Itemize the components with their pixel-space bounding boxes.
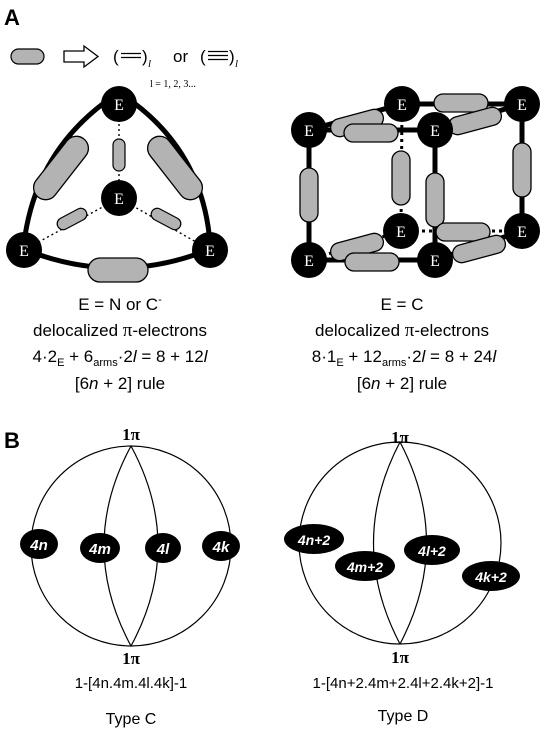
arm-bar — [146, 135, 204, 201]
legend-arrow-icon — [63, 44, 100, 69]
arm-bar — [344, 252, 400, 272]
arm-bar — [299, 167, 319, 223]
legend-or-text: or — [173, 47, 188, 66]
node-e: E — [383, 213, 419, 249]
arm-bar — [112, 138, 126, 172]
node-e: E — [6, 232, 42, 268]
svg-text:E: E — [304, 253, 314, 270]
legend-bracket-open-1: ( — [113, 47, 119, 66]
type-d-top-label: 1π — [391, 428, 410, 447]
arm-bar — [451, 234, 507, 264]
panel-a-label: A — [4, 5, 20, 30]
node-e: E — [291, 112, 327, 148]
left-triangle-structure: E E E E — [6, 86, 228, 283]
arm-bar — [425, 172, 445, 228]
legend-arm-icon — [10, 48, 45, 65]
type-c-diagram: 1π 1π 4n 4m 4l 4k 1-[4n.4m.4l.4k]-1 Type… — [20, 425, 240, 728]
svg-text:4m+2: 4m+2 — [346, 559, 383, 575]
node-e: E — [417, 112, 453, 148]
svg-text:E: E — [205, 243, 215, 260]
arm-bar — [150, 207, 182, 231]
type-d-node: 4m+2 — [335, 551, 395, 581]
svg-text:E: E — [114, 191, 124, 208]
right-caption: E = C delocalized π-electrons 8·1E + 12a… — [312, 295, 498, 393]
svg-text:4k: 4k — [212, 539, 230, 556]
type-d-diagram: 1π 1π 4n+2 4m+2 4l+2 4k+2 1-[4n+2.4m+2.4… — [284, 428, 520, 725]
legend-subscript-2: l — [235, 58, 238, 70]
node-e: E — [101, 86, 137, 122]
svg-text:4l: 4l — [156, 541, 170, 558]
caption-line-4: [6n + 2] rule — [357, 374, 447, 393]
caption-line-3: 4·2E + 6arms·2l = 8 + 12l — [32, 347, 208, 369]
svg-text:E: E — [430, 123, 440, 140]
svg-text:4n+2: 4n+2 — [297, 532, 331, 548]
node-e: E — [291, 242, 327, 278]
node-e: E — [101, 180, 137, 216]
arm-bar — [32, 135, 90, 201]
legend-subscript-1: l — [148, 58, 151, 70]
svg-text:4l+2: 4l+2 — [417, 543, 446, 559]
svg-text:E: E — [396, 224, 406, 241]
svg-text:E: E — [114, 97, 124, 114]
type-c-node: 4n — [20, 529, 58, 559]
legend-bracket-open-2: ( — [200, 47, 206, 66]
type-c-node: 4k — [202, 531, 240, 561]
legend-bracket-close-1: ) — [142, 47, 148, 66]
legend: ( ) l or ( ) l l = 1, 2, 3... — [10, 44, 238, 90]
type-d-label: Type D — [378, 708, 429, 725]
arm-bar — [391, 150, 411, 206]
arm-bar — [433, 93, 489, 113]
svg-text:4m: 4m — [88, 541, 111, 558]
type-d-formula: 1-[4n+2.4m+2.4l+2.4k+2]-1 — [313, 675, 494, 692]
svg-text:E: E — [19, 243, 29, 260]
svg-text:E: E — [517, 224, 527, 241]
type-d-node: 4l+2 — [404, 535, 460, 565]
panel-b-label: B — [4, 428, 20, 453]
type-c-top-label: 1π — [122, 425, 141, 444]
caption-line-1: E = N or C- — [78, 294, 162, 314]
type-c-label: Type C — [106, 711, 157, 728]
svg-text:E: E — [304, 123, 314, 140]
caption-line-2: delocalized π-electrons — [315, 320, 489, 341]
arm-bar — [56, 207, 88, 231]
node-e: E — [504, 213, 540, 249]
svg-text:E: E — [430, 253, 440, 270]
left-caption: E = N or C- delocalized π-electrons 4·2E… — [32, 294, 208, 393]
type-d-node: 4k+2 — [462, 561, 520, 591]
svg-text:E: E — [517, 97, 527, 114]
type-c-node: 4l — [145, 533, 181, 563]
right-cube-structure: E E E E E E E E — [291, 86, 540, 278]
caption-line-3: 8·1E + 12arms·2l = 8 + 24l — [312, 347, 498, 369]
type-d-bottom-label: 1π — [391, 648, 410, 667]
legend-bracket-close-2: ) — [229, 47, 235, 66]
svg-text:4k+2: 4k+2 — [474, 569, 507, 585]
svg-text:E: E — [397, 97, 407, 114]
arm-bar — [87, 257, 149, 283]
arm-bar — [435, 222, 491, 242]
legend-l-values: l = 1, 2, 3... — [150, 79, 196, 90]
type-d-node: 4n+2 — [284, 524, 344, 554]
node-e: E — [504, 86, 540, 122]
caption-line-2: delocalized π-electrons — [33, 320, 207, 341]
arm-bar — [512, 142, 532, 198]
caption-line-4: [6n + 2] rule — [75, 374, 165, 393]
type-c-formula: 1-[4n.4m.4l.4k]-1 — [75, 675, 188, 692]
node-e: E — [417, 242, 453, 278]
caption-line-1: E = C — [381, 295, 424, 314]
arm-bar — [343, 123, 399, 143]
type-c-bottom-label: 1π — [122, 649, 141, 668]
svg-text:4n: 4n — [29, 537, 48, 554]
type-c-node: 4m — [80, 533, 120, 563]
node-e: E — [192, 232, 228, 268]
node-e: E — [384, 86, 420, 122]
